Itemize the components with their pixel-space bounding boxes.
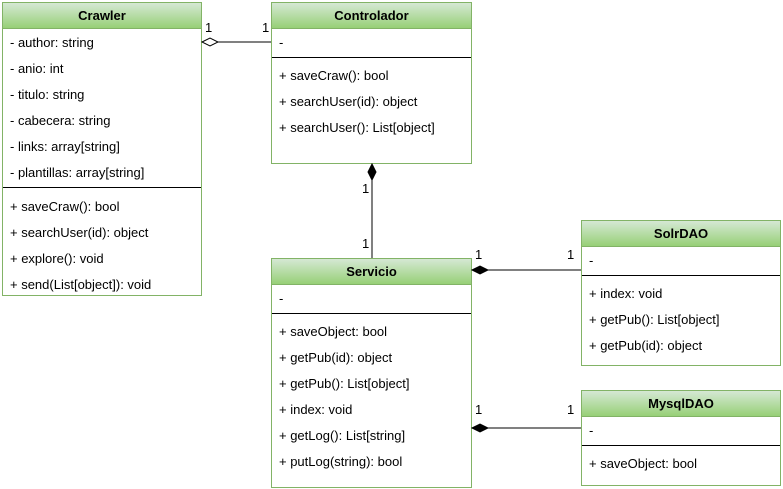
servicio-method-getpub-list: + getPub(): List[object] <box>279 376 410 391</box>
class-mysqldao[interactable]: MysqlDAO - + saveObject: bool <box>581 390 781 486</box>
controlador-method-searchuser-list: + searchUser(): List[object] <box>279 120 435 135</box>
mult-servicio-mysql-a: 1 <box>475 402 483 417</box>
composition-diamond-icon-mysql <box>470 423 490 433</box>
class-servicio[interactable]: Servicio - + saveObject: bool + getPub(i… <box>271 258 472 488</box>
servicio-attr-placeholder: - <box>279 291 284 306</box>
class-solrdao[interactable]: SolrDAO - + index: void + getPub(): List… <box>581 220 781 366</box>
solrdao-method-getpub-id: + getPub(id): object <box>589 338 703 353</box>
solrdao-method-index: + index: void <box>589 286 663 301</box>
attr-cabecera: - cabecera: string <box>10 113 111 128</box>
mult-controlador-servicio-a: 1 <box>362 181 370 196</box>
mult-crawler-controlador-b: 1 <box>262 20 270 35</box>
class-mysqldao-divider <box>582 445 780 446</box>
controlador-method-searchuser-id: + searchUser(id): object <box>279 94 418 109</box>
class-controlador-divider <box>272 57 471 58</box>
method-searchuser-id: + searchUser(id): object <box>10 225 149 240</box>
servicio-method-getlog: + getLog(): List[string] <box>279 428 406 443</box>
class-crawler-title: Crawler <box>3 3 201 29</box>
method-explore: + explore(): void <box>10 251 104 266</box>
aggregation-diamond-icon <box>200 37 220 47</box>
class-controlador[interactable]: Controlador - + saveCraw(): bool + searc… <box>271 2 472 164</box>
mult-controlador-servicio-b: 1 <box>362 236 370 251</box>
servicio-method-putlog: + putLog(string): bool <box>279 454 403 469</box>
attr-plantillas: - plantillas: array[string] <box>10 165 145 180</box>
controlador-attr-placeholder: - <box>279 35 284 50</box>
attr-links: - links: array[string] <box>10 139 120 154</box>
class-crawler[interactable]: Crawler - author: string - anio: int - t… <box>2 2 202 296</box>
class-controlador-title: Controlador <box>272 3 471 29</box>
class-servicio-title: Servicio <box>272 259 471 285</box>
mysqldao-method-saveobject: + saveObject: bool <box>589 456 698 471</box>
mult-crawler-controlador-a: 1 <box>205 20 213 35</box>
mysqldao-attr-placeholder: - <box>589 423 594 438</box>
method-savecraw: + saveCraw(): bool <box>10 199 120 214</box>
composition-diamond-icon-solr <box>470 265 490 275</box>
attr-author: - author: string <box>10 35 94 50</box>
class-solrdao-title: SolrDAO <box>582 221 780 247</box>
class-mysqldao-title: MysqlDAO <box>582 391 780 417</box>
attr-anio: - anio: int <box>10 61 64 76</box>
mult-servicio-mysql-b: 1 <box>567 402 575 417</box>
servicio-method-saveobject: + saveObject: bool <box>279 324 388 339</box>
class-crawler-divider <box>3 187 201 188</box>
controlador-method-savecraw: + saveCraw(): bool <box>279 68 389 83</box>
composition-diamond-icon-controlador <box>367 162 377 182</box>
class-servicio-divider <box>272 313 471 314</box>
servicio-method-getpub-id: + getPub(id): object <box>279 350 393 365</box>
method-send: + send(List[object]): void <box>10 277 152 292</box>
solrdao-attr-placeholder: - <box>589 253 594 268</box>
solrdao-method-getpub-list: + getPub(): List[object] <box>589 312 720 327</box>
mult-servicio-solr-a: 1 <box>475 247 483 262</box>
attr-titulo: - titulo: string <box>10 87 85 102</box>
class-solrdao-divider <box>582 275 780 276</box>
servicio-method-index: + index: void <box>279 402 353 417</box>
mult-servicio-solr-b: 1 <box>567 247 575 262</box>
